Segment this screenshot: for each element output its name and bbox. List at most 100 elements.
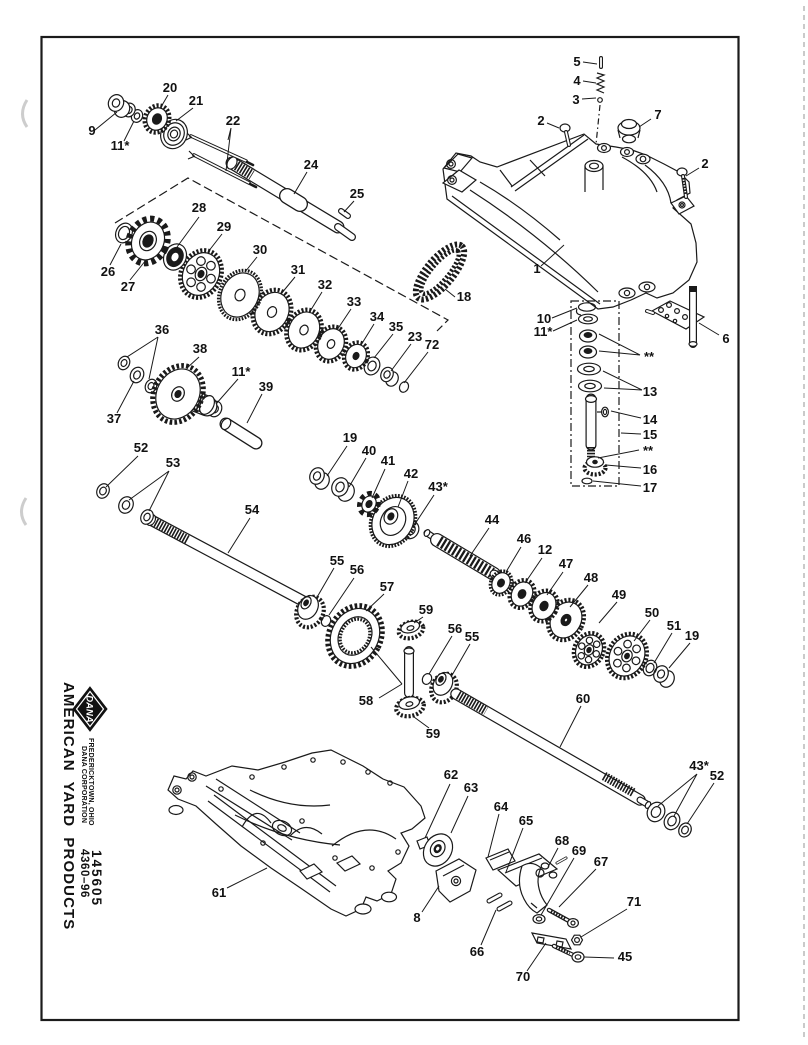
- callout-51: 51: [667, 618, 681, 633]
- bevel-gear-55-right: [429, 671, 459, 705]
- drawing-border: [40, 35, 740, 1022]
- callout-70: 70: [516, 969, 530, 984]
- callout-6: 6: [722, 331, 729, 346]
- ball-3: [597, 97, 603, 103]
- callout-39: 39: [259, 379, 273, 394]
- backing-plate-8: [435, 858, 477, 903]
- callout-43star-b: 43*: [689, 758, 709, 773]
- callout-30: 30: [253, 242, 267, 257]
- bevel-gear-55-left: [294, 594, 326, 630]
- callout-24: 24: [304, 157, 319, 172]
- callout-66: 66: [470, 944, 484, 959]
- callout-28: 28: [192, 200, 206, 215]
- callout-18: 18: [457, 289, 471, 304]
- callout-14: 14: [643, 412, 658, 427]
- callout-67: 67: [594, 854, 608, 869]
- callout-29: 29: [217, 219, 231, 234]
- part-number: 145605: [89, 850, 104, 908]
- callout-42: 42: [404, 466, 418, 481]
- callout-starstar-b: **: [643, 443, 654, 458]
- callout-1: 1: [533, 261, 540, 276]
- callout-52-b: 52: [710, 768, 724, 783]
- callout-63: 63: [464, 780, 478, 795]
- callout-56-a: 56: [350, 562, 364, 577]
- callout-27: 27: [121, 279, 135, 294]
- callout-55-a: 55: [330, 553, 344, 568]
- callout-2-left: 2: [537, 113, 544, 128]
- callout-59-a: 59: [419, 602, 433, 617]
- callout-56-b: 56: [448, 621, 462, 636]
- drive-chain-18: [412, 241, 468, 303]
- brake-rod-bracket: [645, 286, 706, 348]
- callout-61: 61: [212, 885, 226, 900]
- callout-55-b: 55: [465, 629, 479, 644]
- bolt-45-head: [571, 951, 585, 963]
- nut-71: [570, 934, 584, 946]
- callout-69: 69: [572, 843, 586, 858]
- corporation-line: DANA CORPORATION: [80, 746, 87, 824]
- differential-assembly: [325, 603, 459, 719]
- callout-59-b: 59: [426, 726, 440, 741]
- callout-10: 10: [537, 311, 551, 326]
- callout-32: 32: [318, 277, 332, 292]
- callout-64: 64: [494, 799, 509, 814]
- spring-4: [595, 72, 606, 94]
- dana-logo-text: DANA: [84, 695, 95, 723]
- callout-starstar-a: **: [644, 349, 655, 364]
- callout-leader-lines: [94, 61, 720, 972]
- washer-69: [532, 913, 546, 924]
- lower-housing-61: [167, 749, 426, 917]
- callout-62: 62: [444, 767, 458, 782]
- callout-53: 53: [166, 455, 180, 470]
- callout-5: 5: [573, 54, 580, 69]
- brake-caliper-cluster: [416, 833, 585, 963]
- callout-8: 8: [413, 910, 420, 925]
- callout-37: 37: [107, 411, 121, 426]
- callout-33: 33: [347, 294, 361, 309]
- callout-26: 26: [101, 264, 115, 279]
- cover-hardware: [559, 56, 688, 199]
- final-drive-train: [488, 569, 675, 688]
- callout-17: 17: [643, 480, 657, 495]
- right-axle-assembly: [450, 688, 692, 838]
- input-gear-set: [107, 94, 188, 150]
- callout-48: 48: [584, 570, 598, 585]
- callout-31: 31: [291, 262, 305, 277]
- dana-logo: DANA: [72, 686, 108, 732]
- callout-20: 20: [163, 80, 177, 95]
- callout-19-b: 19: [685, 628, 699, 643]
- left-axle-assembly: [96, 483, 332, 630]
- city-line: FREDERICKTOWN, OHIO: [87, 738, 94, 826]
- callout-65: 65: [519, 813, 533, 828]
- callout-34: 34: [370, 309, 385, 324]
- bolt-67-head: [566, 917, 579, 928]
- shifter-stack: [570, 300, 620, 487]
- plug-25: [338, 208, 351, 219]
- construction-boundary: [114, 177, 449, 332]
- callout-12: 12: [538, 542, 552, 557]
- brake-disc-63: [422, 833, 454, 867]
- callout-9: 9: [88, 123, 95, 138]
- callout-40: 40: [362, 443, 376, 458]
- callout-54: 54: [245, 502, 260, 517]
- callout-45: 45: [618, 949, 632, 964]
- callout-25: 25: [350, 186, 364, 201]
- callout-52-a: 52: [134, 440, 148, 455]
- callout-58: 58: [359, 693, 373, 708]
- callout-50: 50: [645, 605, 659, 620]
- callout-23: 23: [408, 329, 422, 344]
- callout-labels: 9 11* 20 21 22 24 25 26 27 28 29 30 31 3…: [88, 54, 729, 984]
- callout-7: 7: [654, 107, 661, 122]
- callout-22: 22: [226, 113, 240, 128]
- callout-49: 49: [612, 587, 626, 602]
- brake-pad-64: [485, 848, 516, 871]
- callout-71: 71: [627, 894, 641, 909]
- scan-artifacts: [20, 6, 805, 1040]
- callout-47: 47: [559, 556, 573, 571]
- shift-rods-and-brake-shaft: [185, 131, 356, 241]
- callout-16: 16: [643, 462, 657, 477]
- callout-36: 36: [155, 322, 169, 337]
- input-shaft-train: [309, 467, 515, 589]
- callout-21: 21: [189, 93, 203, 108]
